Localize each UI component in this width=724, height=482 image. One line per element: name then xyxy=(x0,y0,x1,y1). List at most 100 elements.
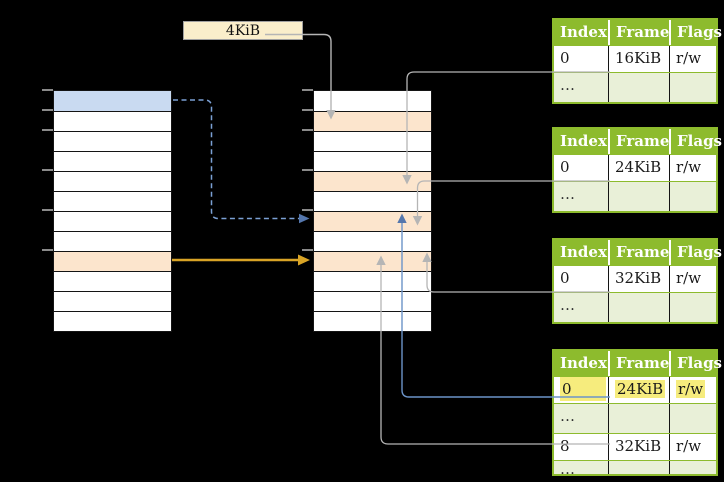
frame-size-label: 4KiB xyxy=(225,22,261,39)
physical-frame-row xyxy=(314,131,431,151)
cell-index: 0 xyxy=(560,269,570,287)
cell-flags: r/w xyxy=(669,377,716,403)
physical-frame-row xyxy=(314,291,431,311)
address-tick xyxy=(302,129,313,131)
virtual-page-row xyxy=(54,271,171,291)
page-table-row-ellipsis: … xyxy=(554,403,716,433)
virtual-page-row xyxy=(54,191,171,211)
cell-flags xyxy=(669,73,716,102)
cell-flags xyxy=(669,404,716,433)
address-tick xyxy=(42,89,53,91)
cell-index: … xyxy=(560,296,575,314)
column-header-index: Index xyxy=(560,23,607,41)
column-header-frame: Frame xyxy=(608,129,669,154)
cell-frame xyxy=(608,293,669,322)
cell-index: … xyxy=(560,407,575,425)
column-header-index: Index xyxy=(560,132,607,150)
arrowhead-virtual-page8 xyxy=(298,254,310,266)
highlight-mark: 24KiB xyxy=(615,380,666,398)
address-tick xyxy=(42,169,53,171)
address-tick xyxy=(42,109,53,111)
physical-frame-row-pagetable xyxy=(314,211,431,231)
page-table-1: Index Frame Flags 0 16KiB r/w … xyxy=(552,18,722,104)
cell-flags: r/w xyxy=(669,434,716,460)
physical-frame-row xyxy=(314,151,431,171)
address-tick xyxy=(302,169,313,171)
address-tick xyxy=(302,89,313,91)
cell-frame xyxy=(608,404,669,433)
cell-index: … xyxy=(560,185,575,203)
cell-index: 8 xyxy=(560,437,570,455)
column-header-frame: Frame xyxy=(608,240,669,265)
address-tick xyxy=(302,209,313,211)
cell-flags: r/w xyxy=(669,266,716,292)
page-table-row: 0 24KiB r/w xyxy=(554,154,716,181)
virtual-page-row xyxy=(54,211,171,231)
address-tick xyxy=(42,209,53,211)
page-table-row-highlighted: 0 24KiB r/w xyxy=(554,376,716,403)
cell-frame: 24KiB xyxy=(608,377,669,403)
cell-frame xyxy=(608,461,669,474)
virtual-page-row xyxy=(54,111,171,131)
highlight-mark: r/w xyxy=(676,380,706,398)
cell-frame xyxy=(608,182,669,211)
page-table-3: Index Frame Flags 0 32KiB r/w … xyxy=(552,238,722,324)
page-table-header: Index Frame Flags xyxy=(554,129,722,154)
column-header-flags: Flags xyxy=(669,351,722,376)
address-tick xyxy=(42,249,53,251)
cell-frame: 32KiB xyxy=(608,434,669,460)
page-table-row: 0 32KiB r/w xyxy=(554,265,716,292)
virtual-memory-column xyxy=(53,90,172,332)
page-table-2: Index Frame Flags 0 24KiB r/w … xyxy=(552,127,722,213)
column-header-frame: Frame xyxy=(608,20,669,45)
page-table-row-ellipsis: … xyxy=(554,292,716,322)
arrowhead-virtual-page0 xyxy=(299,213,310,224)
page-table-header: Index Frame Flags xyxy=(554,240,722,265)
cell-frame: 24KiB xyxy=(608,155,669,181)
address-tick xyxy=(302,249,313,251)
frame-size-label-box: 4KiB xyxy=(183,21,303,40)
column-header-index: Index xyxy=(560,243,607,261)
page-table-header: Index Frame Flags xyxy=(554,20,722,45)
page-table-row-ellipsis: … xyxy=(554,181,716,211)
cell-flags xyxy=(669,461,716,474)
column-header-flags: Flags xyxy=(669,129,722,154)
cell-index: 0 xyxy=(554,377,608,403)
cell-index: 0 xyxy=(560,158,570,176)
physical-frame-row xyxy=(314,311,431,331)
physical-frame-row xyxy=(314,231,431,251)
page-table-row: 0 16KiB r/w xyxy=(554,45,716,72)
physical-frame-row-pagetable xyxy=(314,171,431,191)
arrow-virtual-page0-dashed xyxy=(173,99,299,220)
highlight-mark: 0 xyxy=(560,377,606,401)
virtual-page-row xyxy=(54,311,171,331)
page-table-4: Index Frame Flags 0 24KiB r/w … 8 32KiB … xyxy=(552,349,722,476)
cell-flags: r/w xyxy=(669,46,716,72)
physical-memory-column xyxy=(313,90,432,332)
cell-index: … xyxy=(560,76,575,94)
virtual-page-row xyxy=(54,131,171,151)
virtual-page-row-mapped xyxy=(54,251,171,271)
virtual-page-row xyxy=(54,151,171,171)
physical-frame-row xyxy=(314,271,431,291)
cell-frame: 16KiB xyxy=(608,46,669,72)
cell-index: … xyxy=(560,461,575,474)
address-tick xyxy=(302,109,313,111)
physical-frame-row xyxy=(314,91,431,111)
column-header-index: Index xyxy=(560,354,607,372)
physical-frame-row-pagetable xyxy=(314,111,431,131)
cell-flags xyxy=(669,293,716,322)
virtual-page-row xyxy=(54,171,171,191)
cell-index: 0 xyxy=(560,49,570,67)
cell-frame xyxy=(608,73,669,102)
page-table-row: 8 32KiB r/w xyxy=(554,433,716,460)
cell-flags xyxy=(669,182,716,211)
virtual-page-row-selected xyxy=(54,91,171,111)
page-table-row-ellipsis: … xyxy=(554,460,716,474)
cell-flags: r/w xyxy=(669,155,716,181)
cell-frame: 32KiB xyxy=(608,266,669,292)
page-table-row-ellipsis: … xyxy=(554,72,716,102)
column-header-frame: Frame xyxy=(608,351,669,376)
column-header-flags: Flags xyxy=(669,20,722,45)
